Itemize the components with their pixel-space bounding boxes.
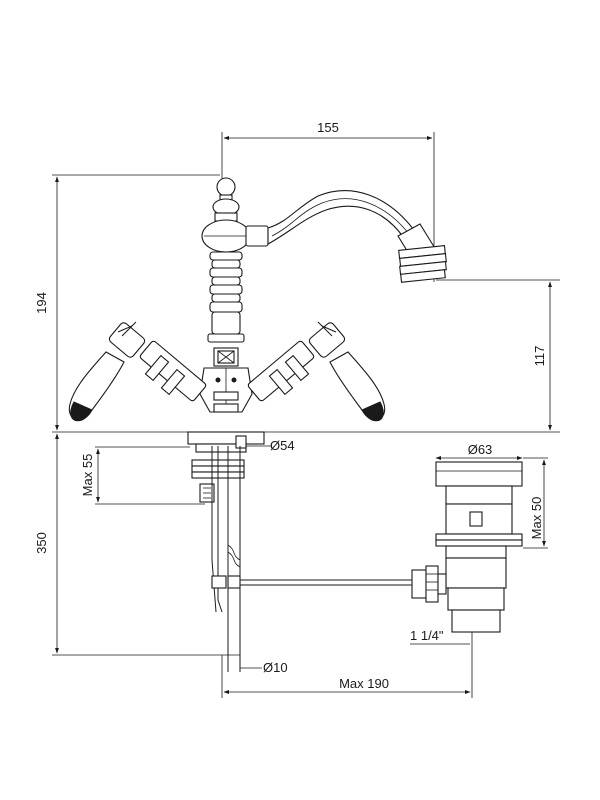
drain-reach-label: Max 190 [339,676,389,691]
drain-diameter-label: Ø63 [468,442,493,457]
tube-diameter-label: Ø10 [263,660,288,675]
faucet-body [199,177,269,413]
below-deck-label: 350 [34,532,49,554]
thread-size-label: 1 1/4" [410,628,444,643]
spout-reach-label: 155 [317,120,339,135]
right-handle [247,321,386,422]
mounting-assembly [187,431,412,672]
base-diameter-label: Ø54 [270,438,295,453]
drain-depth-label: Max 50 [529,497,544,540]
overall-height-label: 194 [34,292,49,314]
dimension-lines [55,136,552,694]
spout [267,190,447,283]
deck-thickness-label: Max 55 [80,454,95,497]
left-handle [68,321,207,422]
dimension-labels: 155 194 117 350 Max 55 Max 50 Ø54 Ø63 Ø1… [34,120,547,691]
extension-lines [52,132,560,698]
spout-height-label: 117 [532,346,547,367]
drain-assembly [411,461,523,633]
